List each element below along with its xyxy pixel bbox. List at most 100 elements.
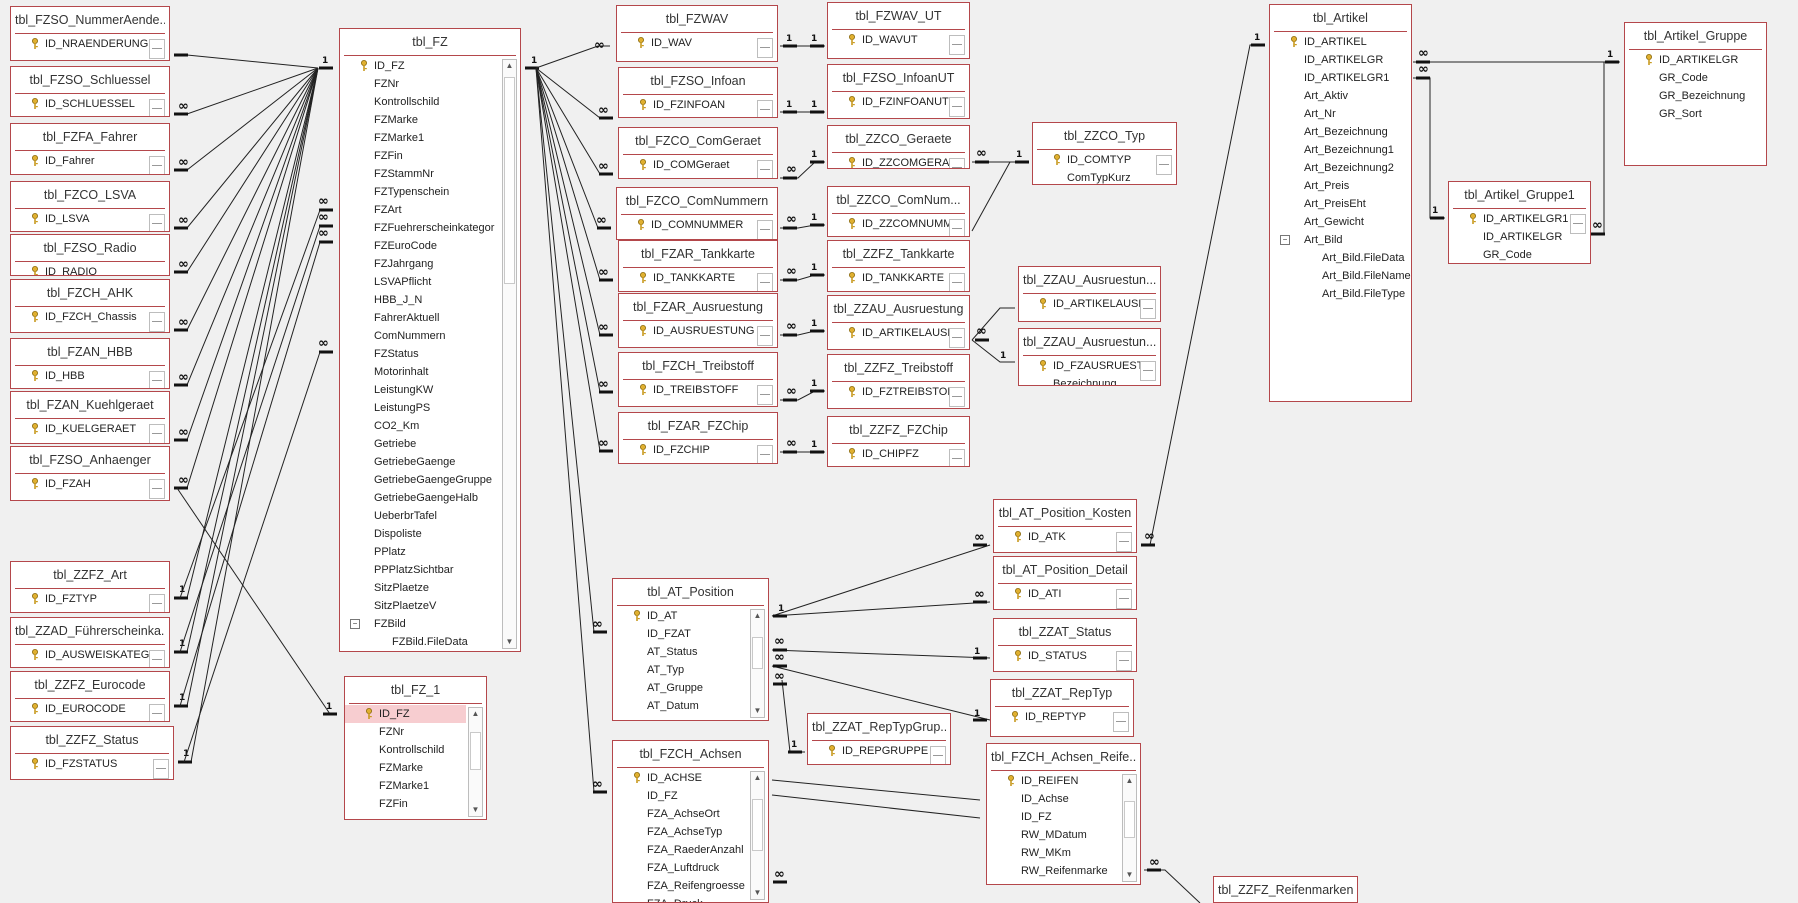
- vertical-scrollbar[interactable]: ▲▼: [750, 771, 765, 900]
- field-row[interactable]: FZEuroCode: [340, 237, 520, 255]
- mini-scroll-icon[interactable]: [757, 38, 773, 58]
- field-row[interactable]: ID_ARTIKELGR1: [1270, 69, 1411, 87]
- mini-scroll-icon[interactable]: [149, 650, 165, 667]
- field-row[interactable]: ID_FZSTATUS: [11, 755, 173, 773]
- field-row[interactable]: Art_Bild.FileName: [1270, 267, 1411, 285]
- relationship-line[interactable]: [771, 544, 991, 617]
- relationship-line[interactable]: [179, 241, 321, 707]
- field-row[interactable]: FZJahrgang: [340, 255, 520, 273]
- field-row[interactable]: ID_ATI: [994, 585, 1136, 603]
- field-row[interactable]: ID_Fahrer: [11, 152, 169, 170]
- table-title[interactable]: tbl_FZCH_AHK: [15, 280, 165, 307]
- mini-scroll-icon[interactable]: [757, 100, 773, 117]
- mini-scroll-icon[interactable]: [149, 424, 165, 443]
- field-row[interactable]: Art_Bild.FileType: [1270, 285, 1411, 303]
- table-title[interactable]: tbl_FZSO_Radio: [15, 235, 165, 262]
- field-row[interactable]: AT_Gruppe: [613, 679, 768, 697]
- field-row[interactable]: PPPlatzSichtbar: [340, 561, 520, 579]
- field-row[interactable]: GetriebeGaengeGruppe: [340, 471, 520, 489]
- field-row[interactable]: ID_ARTIKELGR: [1625, 51, 1766, 69]
- mini-scroll-icon[interactable]: [757, 160, 773, 178]
- field-row[interactable]: ID_NRAENDERUNG: [11, 35, 169, 53]
- scroll-down-icon[interactable]: ▼: [1125, 870, 1134, 879]
- mini-scroll-icon[interactable]: [757, 220, 773, 239]
- relationship-line[interactable]: [781, 679, 805, 753]
- field-row[interactable]: ID_REIFEN: [987, 772, 1140, 790]
- relationship-line[interactable]: [1144, 869, 1201, 903]
- field-row[interactable]: Art_Bezeichnung2: [1270, 159, 1411, 177]
- mini-scroll-icon[interactable]: [1116, 532, 1132, 552]
- field-row[interactable]: GetriebeGaenge: [340, 453, 520, 471]
- scroll-up-icon[interactable]: ▲: [753, 611, 762, 620]
- field-row[interactable]: ID_TANKKARTE: [828, 269, 969, 287]
- scroll-thumb[interactable]: [752, 799, 763, 851]
- table-title[interactable]: tbl_ZZFZ_Tankkarte: [832, 241, 965, 268]
- field-row[interactable]: ID_SCHLUESSEL: [11, 95, 169, 113]
- table-title[interactable]: tbl_FZCO_ComNummern: [621, 188, 773, 215]
- relationship-line[interactable]: [535, 67, 606, 633]
- table-title[interactable]: tbl_FZFA_Fahrer: [15, 124, 165, 151]
- field-row[interactable]: AT_Typ: [613, 661, 768, 679]
- table-title[interactable]: tbl_ZZAU_Ausruestun...: [1023, 329, 1156, 356]
- field-row[interactable]: FZStatus: [340, 345, 520, 363]
- mini-scroll-icon[interactable]: [949, 35, 965, 55]
- table-title[interactable]: tbl_ZZAT_RepTyp: [995, 680, 1129, 707]
- relationship-line[interactable]: [535, 67, 612, 175]
- relationship-line[interactable]: [780, 161, 825, 179]
- relationship-line[interactable]: [177, 67, 319, 707]
- table-title[interactable]: tbl_Artikel_Gruppe: [1629, 23, 1762, 50]
- field-row[interactable]: Art_Aktiv: [1270, 87, 1411, 105]
- vertical-scrollbar[interactable]: ▲▼: [468, 707, 483, 817]
- field-row[interactable]: ID_CHIPFZ: [828, 445, 969, 463]
- field-row[interactable]: FZMarke1: [345, 777, 486, 795]
- field-row[interactable]: ID_FZ: [987, 808, 1140, 826]
- field-row[interactable]: FZStammNr: [340, 165, 520, 183]
- table-title[interactable]: tbl_ZZCO_Geraete: [832, 126, 965, 153]
- relationship-line[interactable]: [535, 67, 606, 793]
- table-pg[interactable]: tbl_ZZAT_RepTypGrup...ID_REPGRUPPE: [807, 713, 951, 765]
- field-row[interactable]: ID_KUELGERAET: [11, 420, 169, 438]
- relationship-line[interactable]: [1149, 44, 1265, 546]
- table-title[interactable]: tbl_FZAN_Kuehlgeraet: [15, 392, 165, 419]
- relationship-line[interactable]: [177, 54, 319, 69]
- mini-scroll-icon[interactable]: [757, 326, 773, 346]
- table-title[interactable]: tbl_ZZAT_Status: [998, 619, 1132, 646]
- table-title[interactable]: tbl_FZSO_Anhaenger: [15, 447, 165, 474]
- field-row[interactable]: ComNummern: [340, 327, 520, 345]
- field-row[interactable]: ID_FZINFOAN: [619, 96, 777, 114]
- relationship-line[interactable]: [177, 67, 319, 273]
- field-row[interactable]: −Art_Bild: [1270, 231, 1411, 249]
- mini-scroll-icon[interactable]: [757, 273, 773, 291]
- field-row[interactable]: Art_Bild.FileData: [1270, 249, 1411, 267]
- field-row[interactable]: AT_Status: [613, 643, 768, 661]
- field-row[interactable]: FZFin: [345, 795, 486, 813]
- table-title[interactable]: tbl_FZCO_ComGeraet: [623, 128, 773, 155]
- table-title[interactable]: tbl_ZZCO_ComNum...: [832, 187, 965, 214]
- mini-scroll-icon[interactable]: [757, 445, 773, 463]
- table-title[interactable]: tbl_Artikel_Gruppe1: [1453, 182, 1586, 209]
- field-row[interactable]: FZMarke1: [340, 129, 520, 147]
- relationship-line[interactable]: [535, 45, 610, 69]
- field-row[interactable]: ID_ZZCOMNUMM: [828, 215, 969, 233]
- field-row[interactable]: ID_LSVA: [11, 210, 169, 228]
- table-title[interactable]: tbl_FZAN_HBB: [15, 339, 165, 366]
- scroll-up-icon[interactable]: ▲: [1125, 776, 1134, 785]
- table-title[interactable]: tbl_ZZCO_Typ: [1037, 123, 1172, 150]
- mini-scroll-icon[interactable]: [149, 479, 165, 499]
